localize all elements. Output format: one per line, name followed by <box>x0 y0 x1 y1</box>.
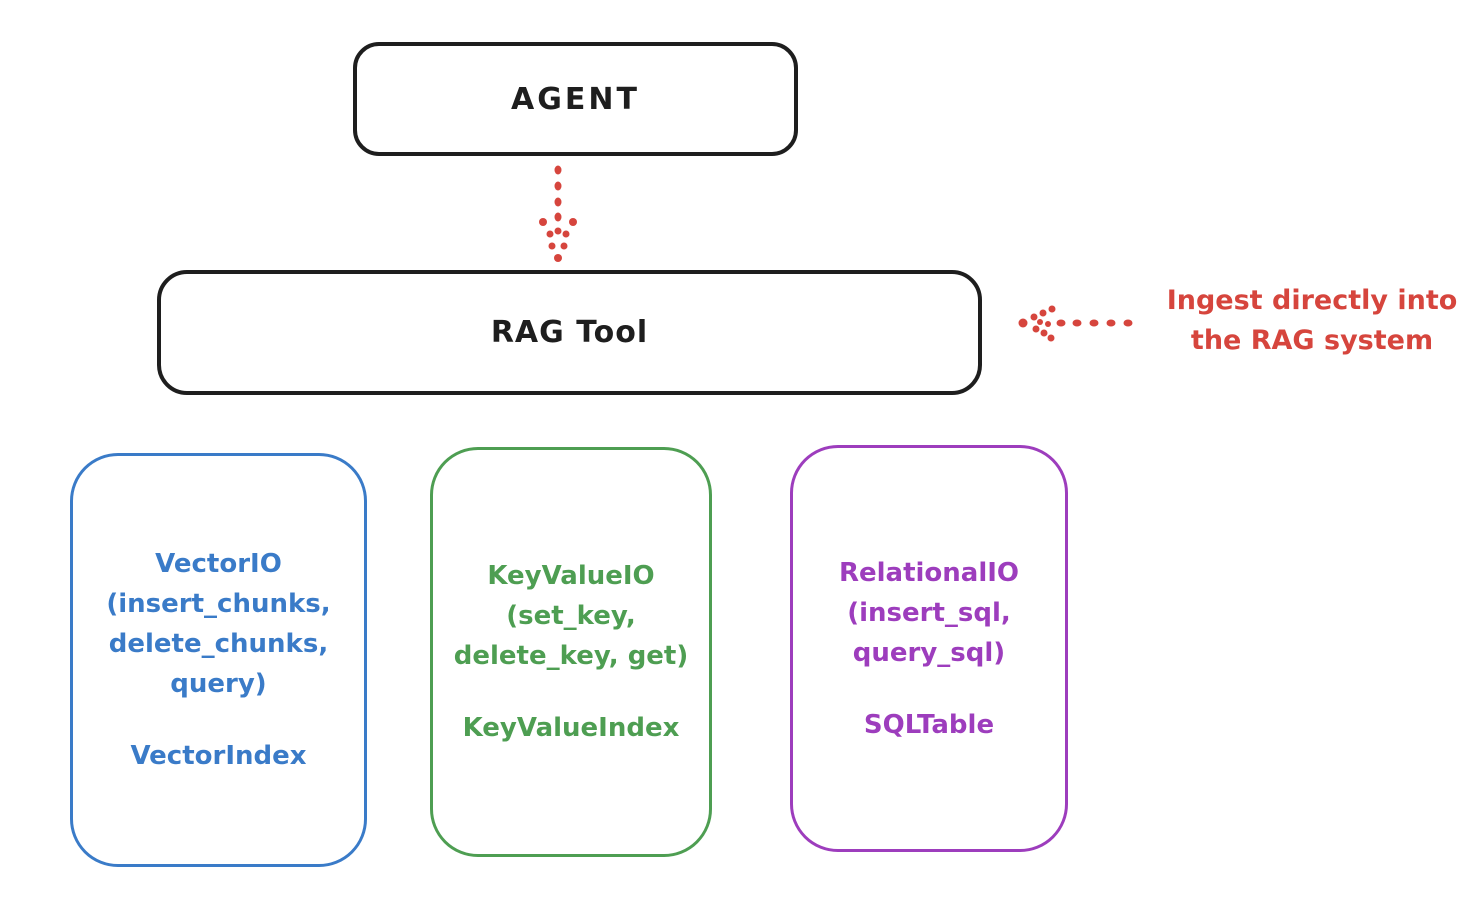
rag-tool-node-label: RAG Tool <box>490 315 649 350</box>
agent-node: AGENT <box>353 42 798 156</box>
agent-node-label: AGENT <box>511 81 640 117</box>
sql-table-label: SQLTable <box>863 709 995 740</box>
relational-store-node: RelationalIO (insert_sql, query_sql) SQL… <box>790 445 1068 852</box>
vector-index-label: VectorIndex <box>130 741 307 771</box>
keyvalue-store-line: delete_key, get) <box>453 641 689 671</box>
vector-store-line: VectorIO <box>155 549 282 579</box>
ingest-annotation: Ingest directly into the RAG system <box>1140 281 1484 361</box>
vector-store-line: delete_chunks, <box>108 629 329 659</box>
relational-store-line: query_sql) <box>852 637 1006 668</box>
ingest-annotation-line1: Ingest directly into <box>1166 285 1458 316</box>
keyvalue-store-line: (set_key, <box>506 601 636 631</box>
ingest-into-ragtool-arrow <box>1018 305 1133 342</box>
relational-store-line: RelationalIO <box>838 557 1020 588</box>
keyvalue-store-line: KeyValueIO <box>487 561 655 591</box>
vector-store-line: (insert_chunks, <box>106 589 331 619</box>
keyvalue-index-label: KeyValueIndex <box>462 713 680 743</box>
keyvalue-store-node: KeyValueIO (set_key, delete_key, get) Ke… <box>430 447 712 857</box>
agent-to-ragtool-arrow <box>539 165 577 262</box>
relational-store-line: (insert_sql, <box>847 597 1011 628</box>
vector-store-node: VectorIO (insert_chunks, delete_chunks, … <box>70 453 367 867</box>
rag-tool-node: RAG Tool <box>157 270 982 395</box>
ingest-annotation-line2: the RAG system <box>1190 325 1434 356</box>
vector-store-line: query) <box>170 669 267 699</box>
